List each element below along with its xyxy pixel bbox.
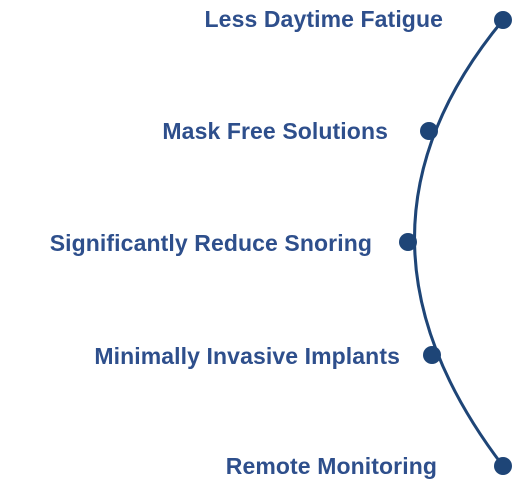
timeline-node-3: [423, 346, 441, 364]
timeline-node-2: [399, 233, 417, 251]
timeline-arc: [413, 19, 505, 467]
benefit-label-less-daytime-fatigue: Less Daytime Fatigue: [204, 6, 443, 32]
benefit-label-reduce-snoring: Significantly Reduce Snoring: [49, 230, 372, 256]
timeline-node-4: [494, 457, 512, 475]
timeline-node-1: [420, 122, 438, 140]
benefit-label-mask-free-solutions: Mask Free Solutions: [162, 118, 388, 144]
benefit-label-remote-monitoring: Remote Monitoring: [225, 453, 437, 479]
timeline-node-0: [494, 11, 512, 29]
benefit-label-minimally-invasive-implants: Minimally Invasive Implants: [94, 343, 400, 369]
